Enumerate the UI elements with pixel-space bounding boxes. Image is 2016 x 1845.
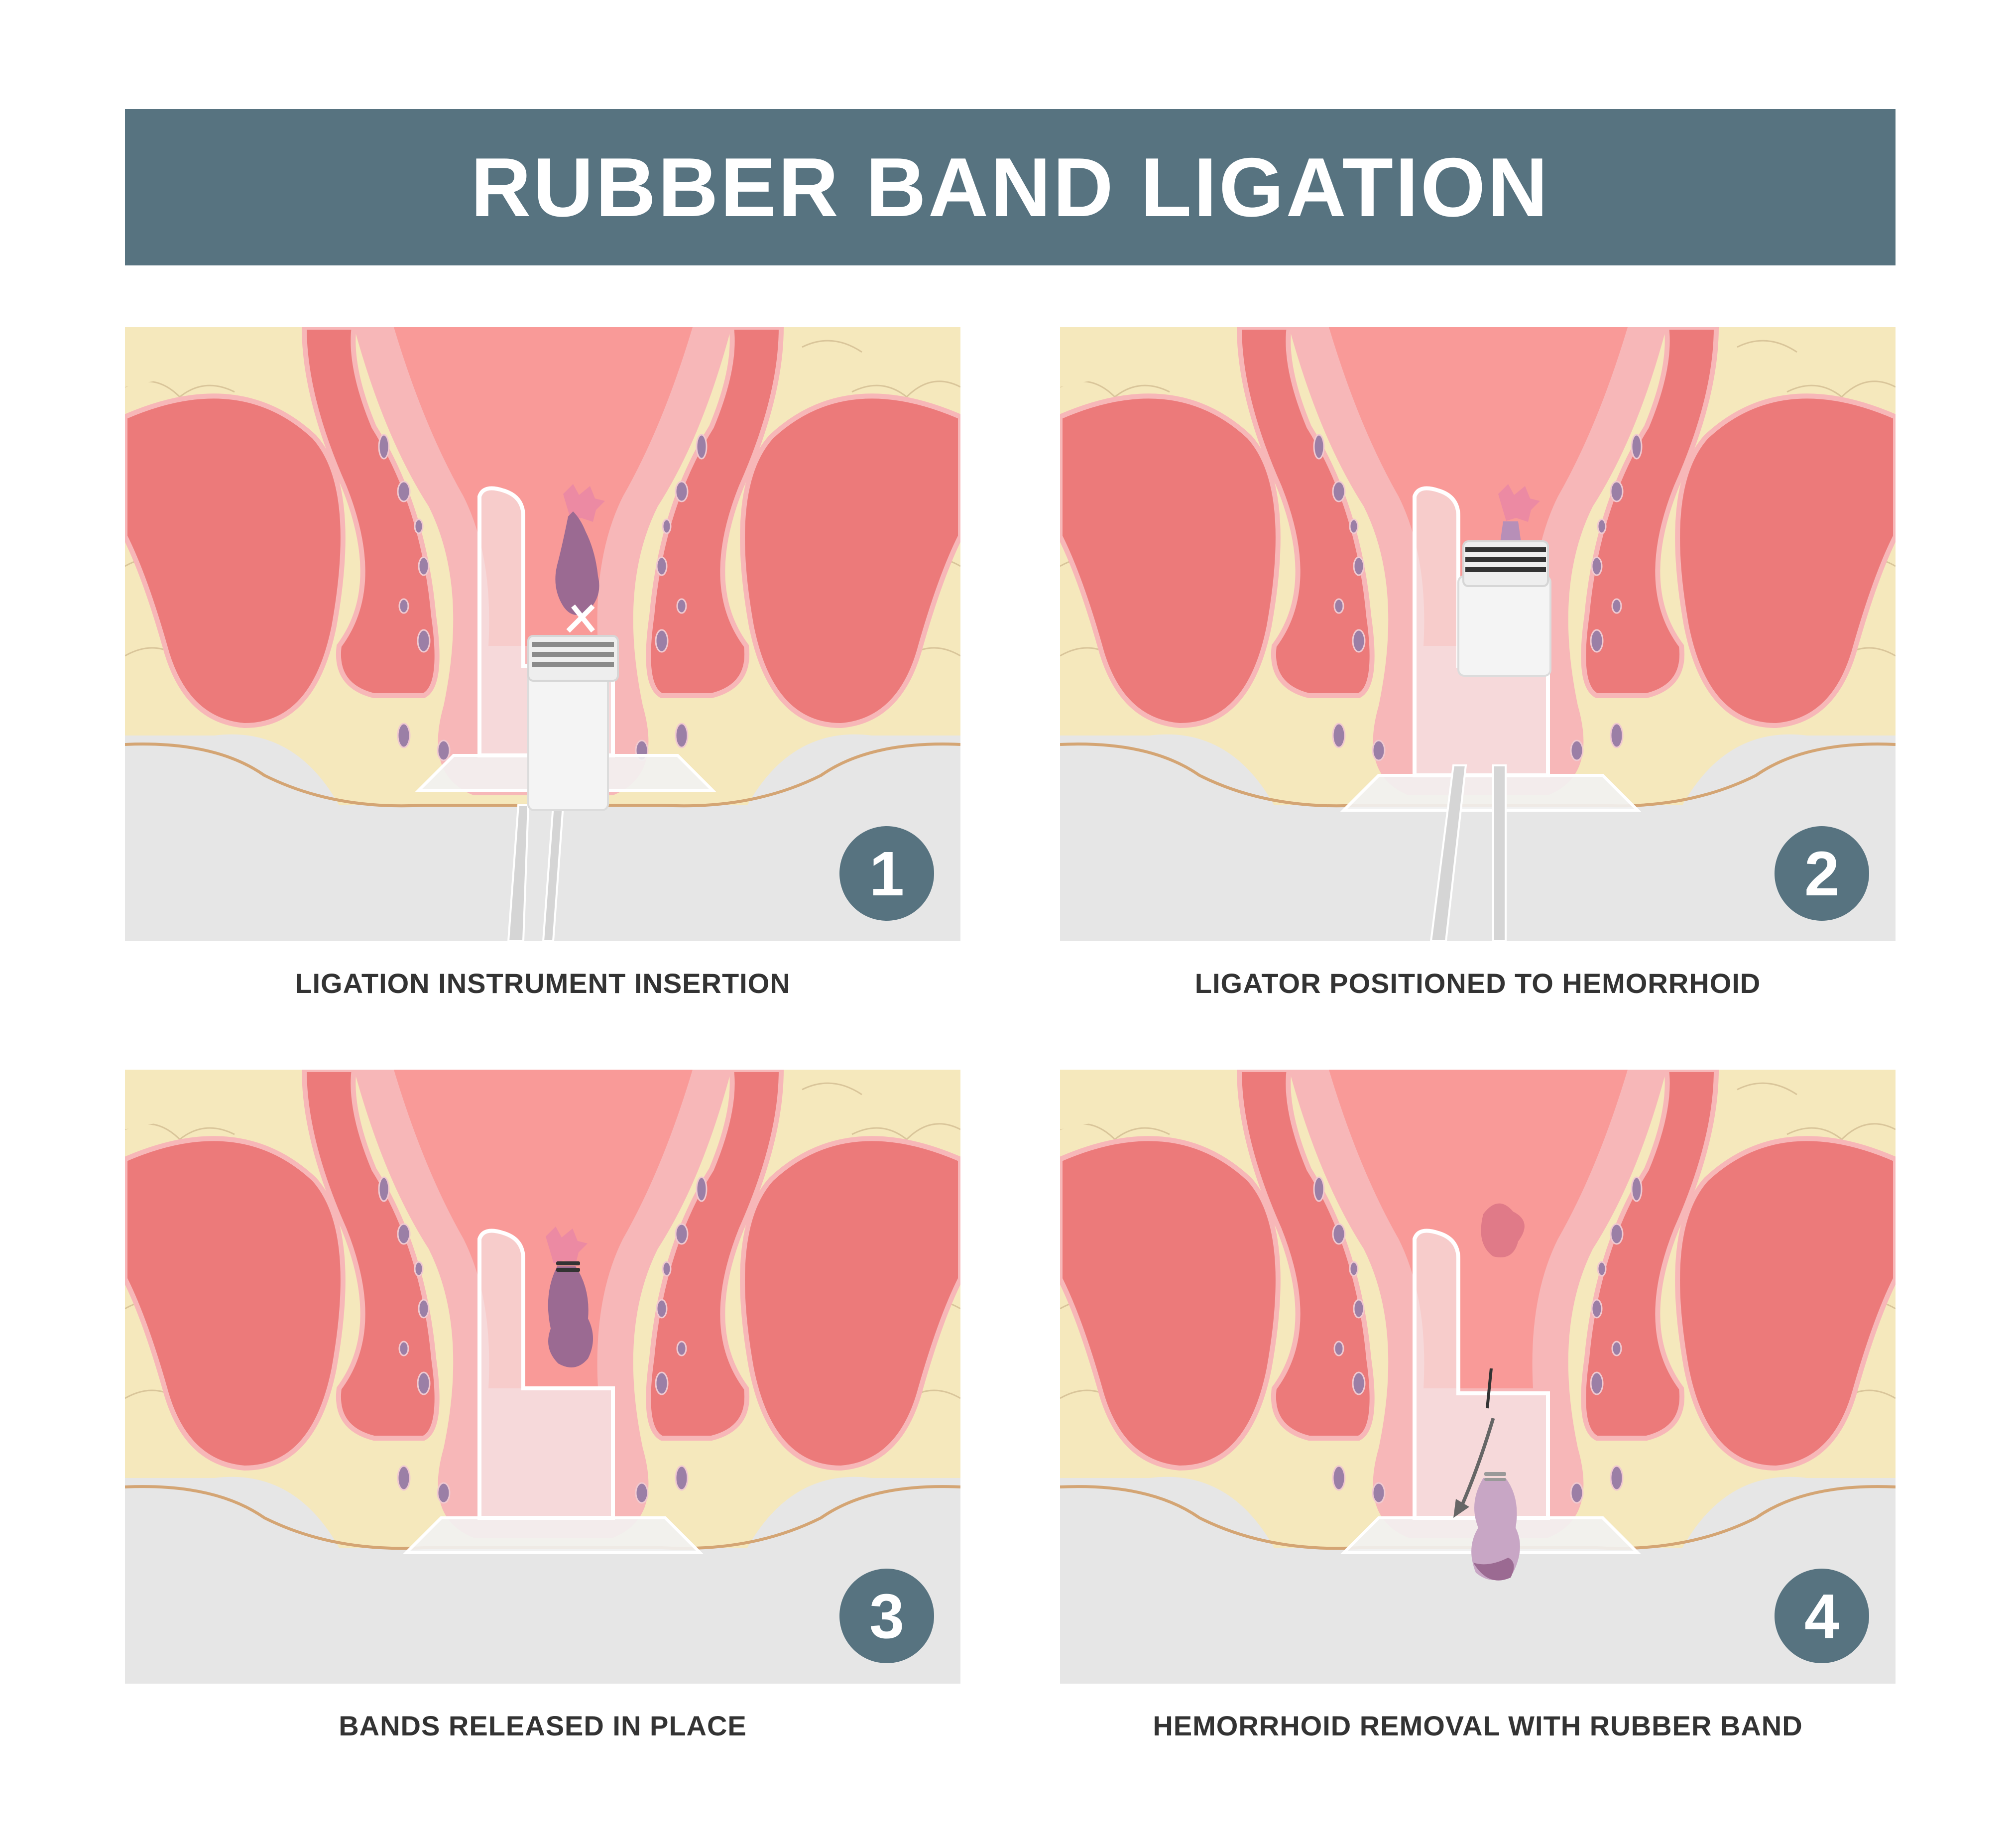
anatomy-diagram-1 (125, 327, 960, 941)
anoscope (1340, 486, 1642, 812)
anatomy-diagram-4 (1060, 1070, 1896, 1684)
direction-arrow (1453, 1368, 1495, 1518)
step-4-illustration: 4 (1060, 1070, 1896, 1684)
title-banner: RUBBER BAND LIGATION (125, 109, 1896, 265)
step-4-caption: HEMORRHOID REMOVAL WITH RUBBER BAND (1153, 1710, 1803, 1741)
page-title: RUBBER BAND LIGATION (471, 140, 1550, 234)
anatomy-diagram-3 (125, 1070, 960, 1684)
step-1-illustration: 1 (125, 327, 960, 941)
step-number-badge: 2 (1775, 826, 1869, 921)
step-3-illustration: 3 (125, 1070, 960, 1684)
hemorrhoid (555, 484, 605, 615)
ligator-instrument (507, 604, 619, 941)
ligation-site (1481, 1203, 1525, 1257)
hemorrhoid (546, 1227, 593, 1367)
step-2-illustration: 2 (1060, 327, 1896, 941)
step-1-caption: LIGATION INSTRUMENT INSERTION (295, 968, 791, 999)
step-number-badge: 1 (839, 826, 934, 921)
step-number-badge: 4 (1775, 1569, 1869, 1663)
anoscope (1340, 1229, 1642, 1554)
step-3-caption: BANDS RELEASED IN PLACE (339, 1710, 747, 1741)
detached-hemorrhoid (1471, 1472, 1520, 1581)
anatomy-diagram-2 (1060, 327, 1896, 941)
anoscope (402, 1229, 704, 1554)
step-2-caption: LIGATOR POSITIONED TO HEMORRHOID (1194, 968, 1761, 999)
step-number-badge: 3 (839, 1569, 934, 1663)
ligator-instrument (1429, 540, 1551, 941)
